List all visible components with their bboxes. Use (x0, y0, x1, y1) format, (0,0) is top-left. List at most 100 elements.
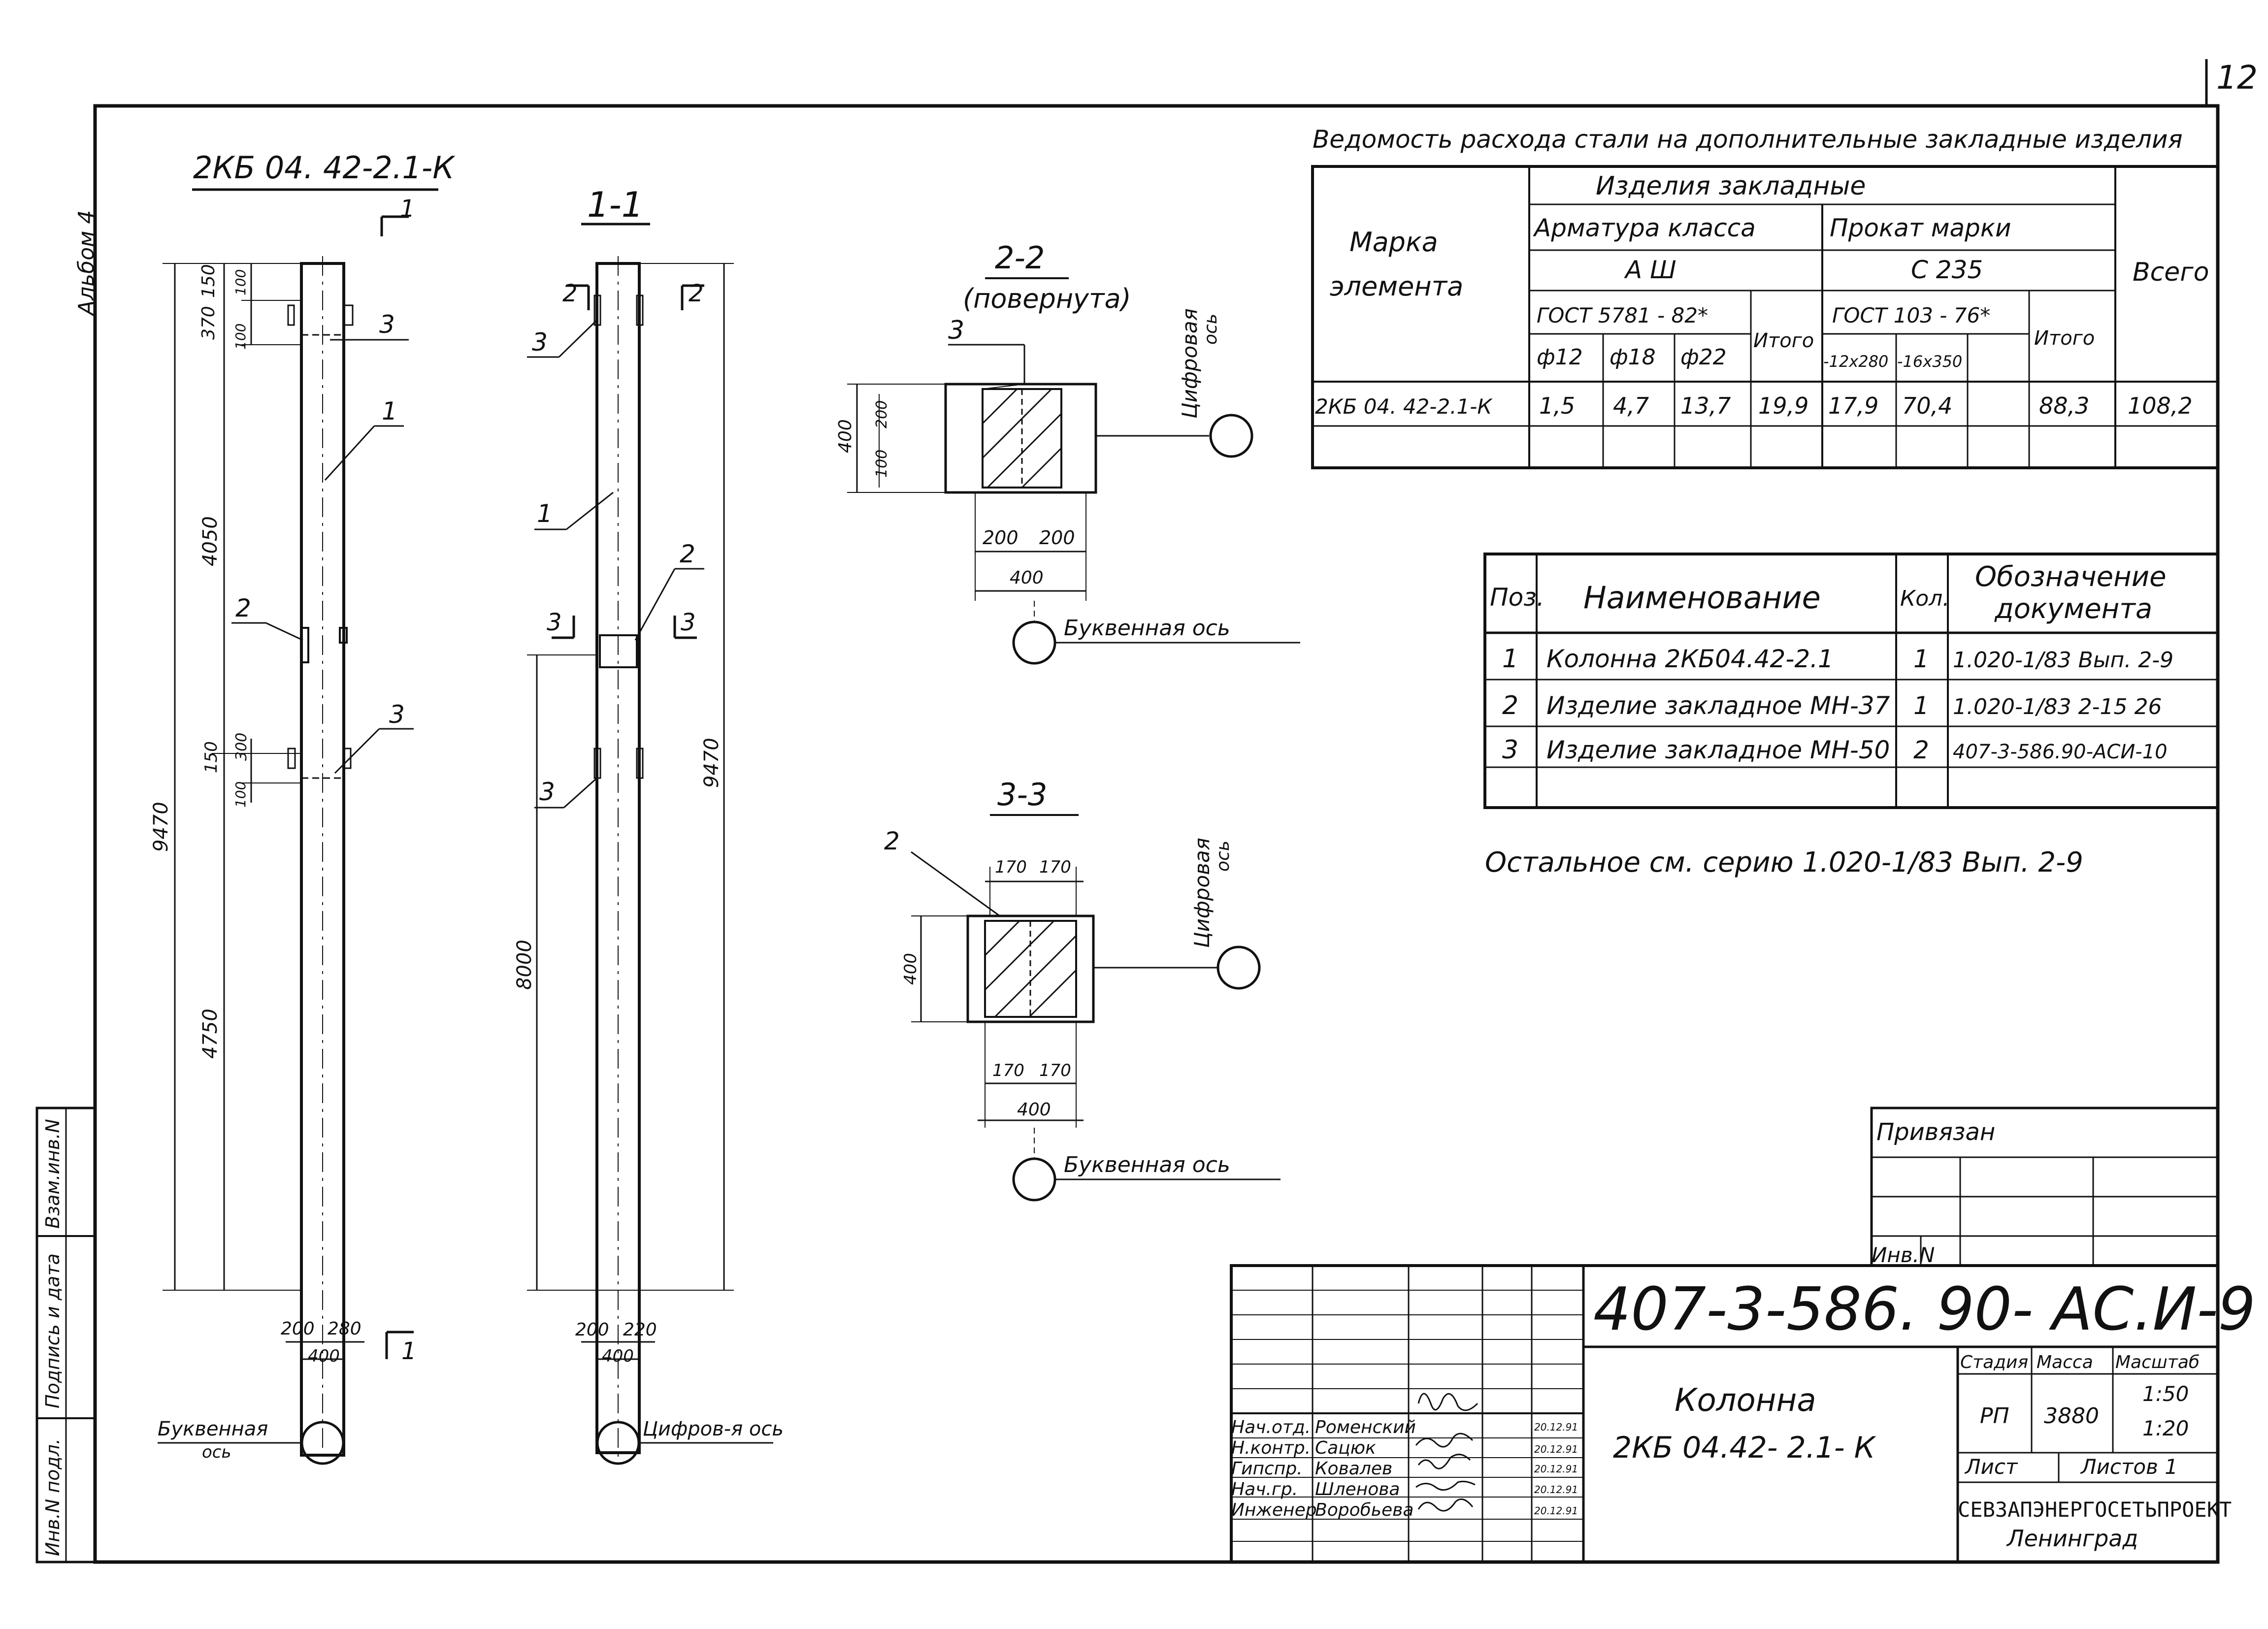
svg-text:400: 400 (1017, 1100, 1051, 1120)
svg-text:1:20: 1:20 (2142, 1416, 2189, 1440)
svg-text:Марка: Марка (1349, 227, 1438, 258)
specification-table: Поз. Наименование Кол. Обозначение докум… (1483, 553, 2219, 809)
svg-text:Кол.: Кол. (1900, 586, 1949, 611)
svg-text:Инженер: Инженер (1231, 1500, 1317, 1520)
svg-text:ось: ось (1201, 314, 1221, 345)
svg-text:3: 3 (389, 700, 405, 729)
svg-text:Наименование: Наименование (1583, 580, 1821, 616)
svg-text:13,7: 13,7 (1680, 392, 1731, 419)
svg-text:Подпись и дата: Подпись и дата (42, 1253, 64, 1408)
svg-text:400: 400 (308, 1346, 340, 1366)
svg-text:Колонна: Колонна (1675, 1382, 1816, 1419)
svg-text:220: 220 (623, 1320, 657, 1340)
svg-text:-12х280: -12х280 (1823, 352, 1888, 371)
svg-text:1:50: 1:50 (2142, 1382, 2189, 1406)
svg-text:9470: 9470 (150, 802, 172, 852)
svg-text:Инв.N подл.: Инв.N подл. (42, 1438, 64, 1556)
svg-text:Цифровая: Цифровая (1190, 838, 1214, 948)
svg-text:1,5: 1,5 (1539, 392, 1575, 419)
svg-text:Масса: Масса (2037, 1352, 2093, 1372)
svg-text:Лист: Лист (1964, 1455, 2018, 1479)
svg-text:8000: 8000 (513, 940, 536, 990)
svg-text:3: 3 (1502, 735, 1518, 765)
svg-text:документа: документа (1994, 593, 2152, 625)
svg-text:150: 150 (201, 741, 221, 773)
svg-text:400: 400 (901, 953, 920, 985)
svg-text:20.12.91: 20.12.91 (1534, 1463, 1578, 1475)
svg-text:3: 3 (539, 778, 555, 806)
svg-text:12: 12 (2216, 59, 2258, 97)
svg-text:1: 1 (1913, 691, 1929, 720)
svg-text:Арматура класса: Арматура класса (1533, 214, 1756, 242)
svg-text:200: 200 (873, 400, 890, 428)
svg-text:1.020-1/83 Вып. 2-9: 1.020-1/83 Вып. 2-9 (1953, 648, 2173, 673)
svg-text:Шленова: Шленова (1315, 1479, 1400, 1499)
svg-text:2: 2 (689, 280, 704, 307)
svg-text:1: 1 (401, 1337, 417, 1365)
steel-consumption-table: Ведомость расхода стали на дополнительны… (1311, 125, 2219, 469)
svg-text:2КБ 04.42- 2.1- К: 2КБ 04.42- 2.1- К (1613, 1431, 1876, 1465)
document-code: 407-3-586. 90- АС.И-9 (1593, 1275, 2256, 1344)
svg-text:400: 400 (835, 419, 855, 453)
svg-text:19,9: 19,9 (1758, 392, 1808, 419)
section-1-1: 1-1 2 2 3 3 3 1 2 3 (513, 185, 784, 1465)
svg-text:20.12.91: 20.12.91 (1534, 1505, 1578, 1517)
svg-text:2: 2 (235, 594, 251, 622)
svg-text:ГОСТ 5781 - 82*: ГОСТ 5781 - 82* (1537, 303, 1708, 327)
svg-text:4050: 4050 (199, 516, 222, 566)
svg-text:3880: 3880 (2044, 1403, 2099, 1429)
svg-text:3: 3 (948, 316, 964, 345)
svg-text:Ленинград: Ленинград (2006, 1525, 2138, 1552)
svg-text:200: 200 (983, 527, 1019, 549)
svg-text:2-2: 2-2 (995, 240, 1045, 276)
svg-text:Нач.гр.: Нач.гр. (1231, 1479, 1298, 1499)
svg-text:1: 1 (1502, 644, 1518, 674)
svg-text:Цифровая: Цифровая (1178, 308, 1202, 419)
svg-text:Итого: Итого (1753, 329, 1814, 352)
title-block: Привязан Инв.N Нач.отд. Роменский 20 (1230, 1107, 2256, 1564)
note-text: Остальное см. серию 1.020-1/83 Вып. 2-9 (1485, 847, 2083, 879)
svg-text:Цифров-я ось: Цифров-я ось (643, 1418, 784, 1440)
svg-text:(повернута): (повернута) (963, 283, 1131, 314)
svg-text:Роменский: Роменский (1315, 1417, 1416, 1437)
svg-text:А Ш: А Ш (1624, 256, 1676, 284)
svg-text:Прокат марки: Прокат марки (1830, 214, 2011, 242)
svg-text:3-3: 3-3 (997, 777, 1047, 813)
svg-text:170: 170 (1039, 857, 1071, 877)
svg-text:9470: 9470 (700, 738, 723, 788)
svg-text:Буквенная ось: Буквенная ось (1064, 1152, 1230, 1177)
svg-text:С 235: С 235 (1911, 256, 1983, 284)
svg-text:70,4: 70,4 (1902, 392, 1952, 419)
svg-text:ось: ось (1213, 841, 1233, 872)
svg-text:3: 3 (681, 609, 696, 636)
svg-text:Воробьева: Воробьева (1315, 1500, 1413, 1520)
svg-text:Поз.: Поз. (1490, 583, 1545, 612)
svg-text:3: 3 (532, 328, 548, 357)
svg-text:300: 300 (233, 733, 250, 761)
svg-text:3: 3 (379, 310, 395, 339)
svg-text:Сацюк: Сацюк (1315, 1438, 1376, 1458)
svg-text:280: 280 (328, 1319, 362, 1339)
svg-text:108,2: 108,2 (2128, 392, 2193, 419)
svg-text:Инв.N: Инв.N (1872, 1243, 1935, 1267)
svg-text:Буквенная ось: Буквенная ось (1064, 616, 1230, 641)
svg-text:100: 100 (873, 450, 890, 478)
svg-text:Итого: Итого (2034, 327, 2095, 350)
svg-text:400: 400 (1010, 568, 1044, 588)
sheet-number-mark: 12 (2205, 59, 2258, 106)
svg-text:400: 400 (602, 1346, 634, 1366)
svg-text:1.020-1/83 2-15 26: 1.020-1/83 2-15 26 (1953, 694, 2162, 719)
svg-text:17,9: 17,9 (1828, 392, 1878, 419)
svg-text:ось: ось (202, 1442, 231, 1462)
svg-text:элемента: элемента (1330, 271, 1463, 302)
column-elevation: 2КБ 04. 42-2.1-К 1 1 3 1 2 (150, 150, 456, 1465)
svg-text:4,7: 4,7 (1613, 392, 1649, 419)
svg-text:170: 170 (1039, 1061, 1071, 1080)
svg-text:-16х350: -16х350 (1897, 352, 1962, 371)
svg-text:3: 3 (547, 609, 562, 636)
svg-text:Листов 1: Листов 1 (2080, 1455, 2178, 1479)
svg-text:Колонна 2КБ04.42-2.1: Колонна 2КБ04.42-2.1 (1546, 645, 1834, 673)
organization-name: СЕВЗАПЭНЕРГОСЕТЬПРОЕКТ (1958, 1498, 2232, 1522)
svg-text:88,3: 88,3 (2039, 392, 2089, 419)
